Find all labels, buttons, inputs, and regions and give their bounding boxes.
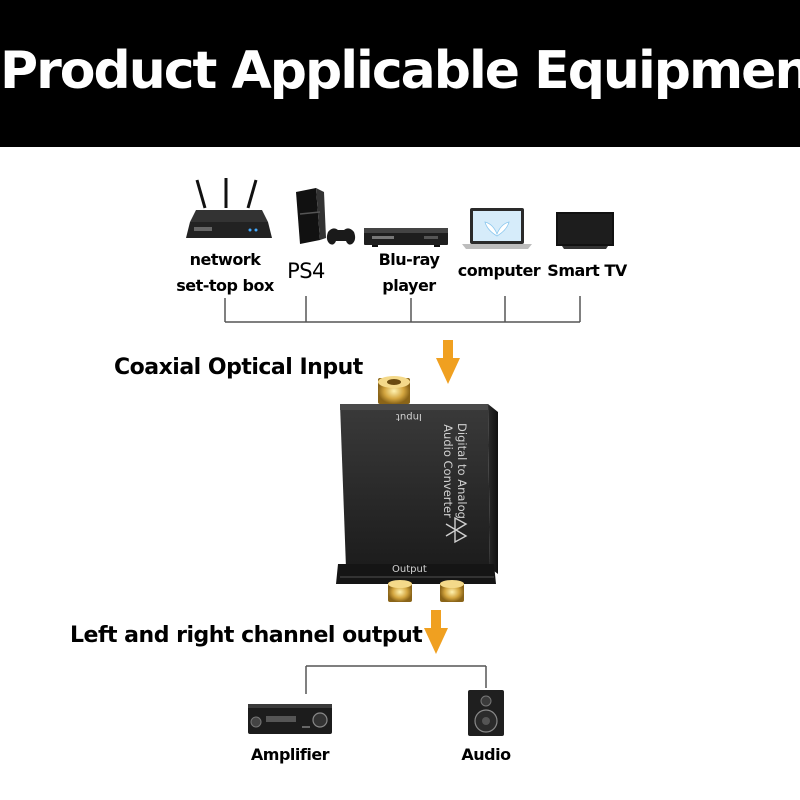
header-banner: Product Applicable Equipment xyxy=(0,0,800,147)
router-icon xyxy=(186,178,272,238)
page-title: Product Applicable Equipment xyxy=(0,41,800,101)
device-name-line2: Audio Converter xyxy=(441,424,455,518)
source-label-line1: PS4 xyxy=(287,259,325,283)
amplifier-icon xyxy=(248,704,332,734)
device-input-text: Input xyxy=(396,411,422,422)
arrow-down-icon xyxy=(436,340,460,384)
source-label-network: network set-top box xyxy=(173,247,277,299)
bluetooth-icon xyxy=(445,516,468,544)
source-label-smart-tv: Smart TV xyxy=(544,258,630,284)
bluray-player-icon xyxy=(364,228,448,247)
device-name: Digital to Analog Audio Converter xyxy=(440,420,480,520)
game-console-icon xyxy=(296,188,356,245)
output-connector xyxy=(305,665,487,694)
device-output-text: Output xyxy=(392,564,427,575)
source-label-bluray: Blu-ray player xyxy=(364,247,454,299)
converter-device xyxy=(336,376,498,602)
source-label-line2: player xyxy=(382,276,436,295)
tv-icon xyxy=(556,212,614,249)
laptop-icon xyxy=(462,208,532,249)
source-label-line1: network xyxy=(189,250,261,269)
input-section-label: Coaxial Optical Input xyxy=(114,355,363,380)
output-label-audio: Audio xyxy=(461,745,511,764)
output-section-label: Left and right channel output xyxy=(70,623,423,648)
source-label-line1: computer xyxy=(457,261,541,280)
source-label-ps4: PS4 xyxy=(282,258,330,284)
output-label-amplifier: Amplifier xyxy=(250,745,330,764)
speaker-icon xyxy=(468,690,504,736)
source-label-line1: Blu-ray xyxy=(378,250,440,269)
source-label-line1: Smart TV xyxy=(547,261,627,280)
arrow-down-icon xyxy=(424,610,448,654)
source-label-line2: set-top box xyxy=(176,276,274,295)
source-connector xyxy=(224,296,581,323)
device-name-line1: Digital to Analog xyxy=(455,423,469,519)
source-label-computer: computer xyxy=(454,258,544,284)
